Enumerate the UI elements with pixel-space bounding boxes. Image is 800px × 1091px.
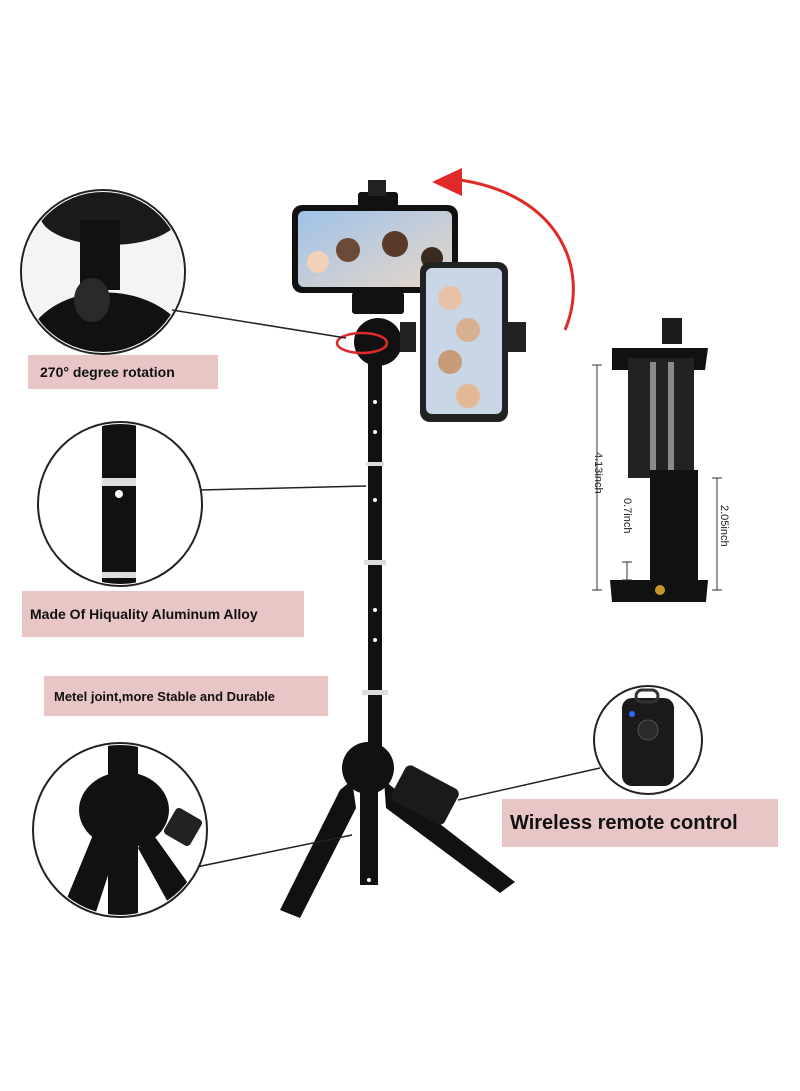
- label-joint: Metel joint,more Stable and Durable: [44, 676, 328, 716]
- detail-tripod-joint: [32, 742, 208, 918]
- connector-line: [199, 485, 367, 491]
- label-remote: Wireless remote control: [502, 799, 778, 847]
- selfie-stick: [280, 180, 526, 918]
- dimension-gap-label: 0.7inch: [621, 498, 633, 534]
- phone-holder: [610, 318, 708, 602]
- label-rotation: 270° degree rotation: [28, 355, 218, 389]
- rotation-arrow: [432, 168, 575, 331]
- dimension-lines: [592, 364, 722, 591]
- detail-aluminum-tube: [37, 421, 203, 587]
- detail-ball-head: [20, 189, 186, 355]
- connector-line: [171, 309, 347, 339]
- connector-line: [171, 834, 353, 873]
- dimension-width-label: 2.05inch: [718, 505, 730, 547]
- dimension-height-label: 4.13inch: [592, 452, 604, 494]
- connector-line: [457, 767, 601, 801]
- label-material: Made Of Hiquality Aluminum Alloy: [22, 591, 304, 637]
- detail-remote: [593, 685, 703, 795]
